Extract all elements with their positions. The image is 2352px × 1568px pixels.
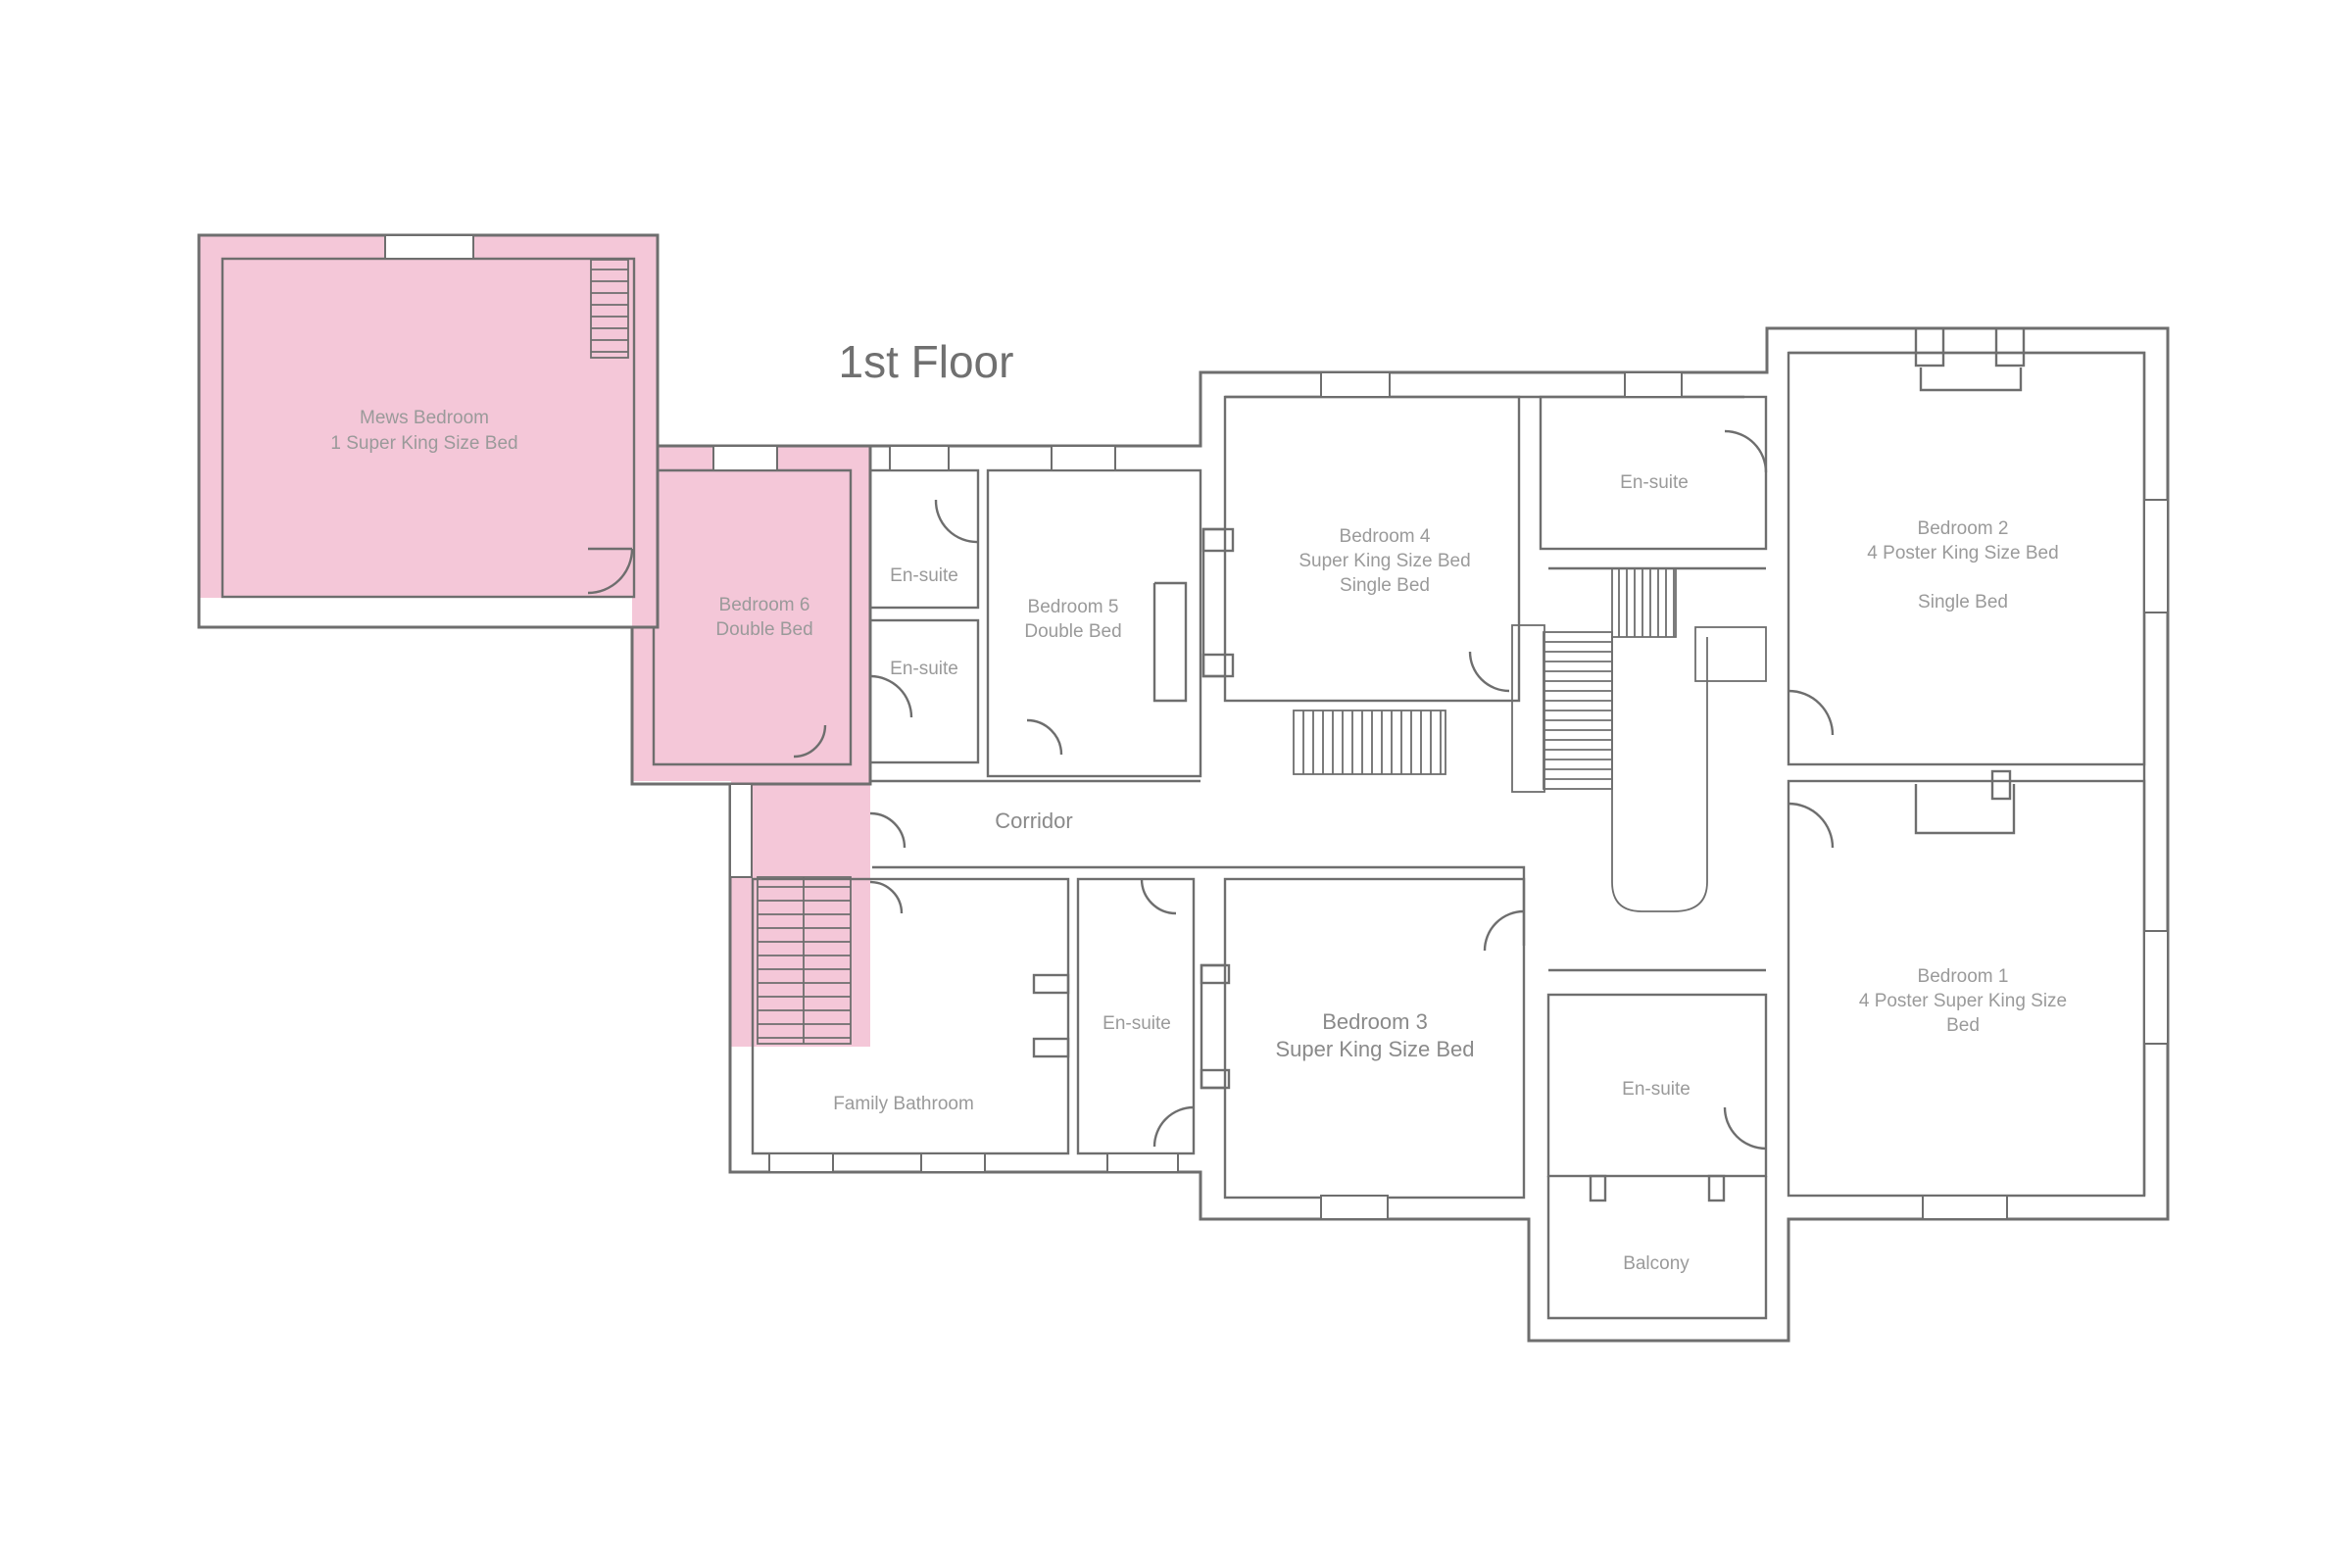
ensuite-label: En-suite: [890, 659, 958, 679]
doors: [587, 429, 1835, 1151]
mews-bedroom-bed: 1 Super King Size Bed: [330, 433, 517, 454]
bedroom-6-label: Bedroom 6: [719, 595, 810, 615]
bedroom-4-label: Bedroom 4: [1340, 526, 1431, 547]
bedroom-5-bed: Double Bed: [1024, 621, 1121, 642]
bedroom-4-bed-2: Single Bed: [1340, 575, 1430, 596]
family-bathroom-label: Family Bathroom: [833, 1094, 974, 1114]
corridor-label: Corridor: [995, 808, 1072, 833]
stairs: [590, 259, 1767, 1045]
balcony-label: Balcony: [1623, 1253, 1690, 1274]
floor-title: 1st Floor: [839, 336, 1014, 387]
windows: [384, 234, 2169, 1220]
mews-bedroom-label: Mews Bedroom: [360, 408, 489, 428]
bedroom-2-bed: 4 Poster King Size Bed: [1867, 543, 2058, 564]
bedroom-1-bed: 4 Poster Super King Size: [1859, 991, 2067, 1011]
bedroom-4-bed: Super King Size Bed: [1298, 551, 1470, 571]
bedroom-1-bed-2: Bed: [1946, 1015, 1980, 1036]
bedroom-2-bed-2: Single Bed: [1918, 592, 2008, 612]
bedroom-1-label: Bedroom 1: [1918, 966, 2009, 987]
ensuite-label: En-suite: [1620, 472, 1689, 493]
bedroom-3-bed: Super King Size Bed: [1275, 1037, 1474, 1061]
bedroom-2-label: Bedroom 2: [1918, 518, 2009, 539]
bedroom-3-label: Bedroom 3: [1322, 1009, 1428, 1034]
ensuite-label: En-suite: [1102, 1013, 1171, 1034]
fireplaces: [1032, 326, 2026, 1202]
highlight-area: [199, 235, 870, 1047]
ensuite-label: En-suite: [890, 565, 958, 586]
room-labels: Mews Bedroom 1 Super King Size Bed Bedro…: [330, 408, 2067, 1274]
bedroom-6-bed: Double Bed: [715, 619, 812, 640]
bedroom-5-label: Bedroom 5: [1028, 597, 1119, 617]
ensuite-label: En-suite: [1622, 1079, 1690, 1100]
